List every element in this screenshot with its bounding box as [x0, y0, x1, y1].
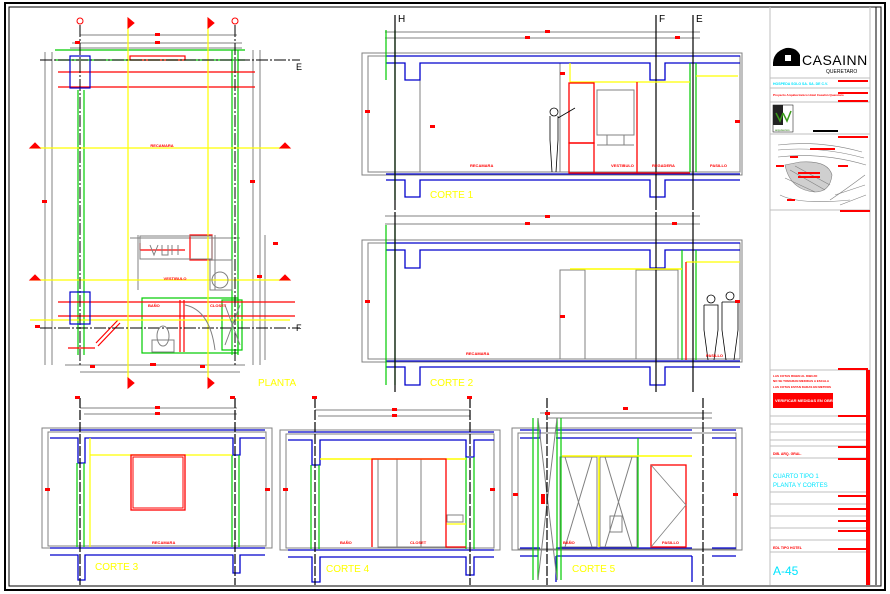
- brand-name: CASAINN: [802, 52, 868, 68]
- sheet-number: A-45: [773, 564, 799, 578]
- corte-1-upper-slab: [386, 55, 740, 81]
- drawing-title-line-2: PLANTA Y CORTES: [773, 483, 828, 489]
- warning-text: VERIFICAR MEDIDAS EN OBRA: [775, 398, 836, 403]
- corte-4-label-bano: BAÑO: [340, 540, 352, 545]
- corte-3-view: RECAMARA CORTE 3: [41, 396, 273, 585]
- plan-label-closet: CLOSET: [210, 303, 227, 308]
- corte-1-view-label: CORTE 1: [430, 190, 474, 201]
- corte-1-label-recamara: RECAMARA: [470, 163, 493, 168]
- corte-2-upper-slab: [386, 242, 740, 269]
- corte-5-lower-slab: [520, 547, 736, 582]
- corte-5-label-bano: BAÑO: [563, 540, 575, 545]
- corte-2-view-label: CORTE 2: [430, 378, 474, 389]
- drawn-by: DIB. ARQ. GRAL.: [773, 452, 801, 456]
- corte-4-upper-slab: [288, 431, 494, 466]
- corte-3-lower-slab: [50, 547, 265, 581]
- human-figure: [549, 107, 576, 173]
- corte-1-lower-slab: [386, 173, 740, 198]
- brand-subtitle: QUERETARO: [826, 69, 857, 75]
- corte-4-view-label: CORTE 4: [326, 564, 370, 575]
- corte-2-label-pasillo: PASILLO: [706, 353, 723, 358]
- plan-column: [69, 55, 91, 89]
- human-figures-pair: [703, 291, 739, 361]
- corte-5-view: BAÑO PASILLO CORTE 5: [511, 398, 743, 585]
- corte-5-label-pasillo: PASILLO: [662, 540, 679, 545]
- corte-4-lower-slab: [288, 549, 494, 583]
- firm-logo-icon: [775, 110, 792, 123]
- corte-4-label-closet: CLOSET: [410, 540, 427, 545]
- corte-1-view: RECAMARA VESTIBULO REGADERA PASILLO CORT…: [361, 14, 743, 210]
- plan-column: [69, 291, 91, 325]
- drawing-title-line-1: CUARTO TIPO 1: [773, 474, 819, 480]
- firm-name: arquitectos: [775, 128, 790, 132]
- grid-marker-e: E: [296, 62, 302, 72]
- corte-1-label-vestibulo: VESTIBULO: [611, 163, 634, 168]
- footer-code: EDL TIPO HOTEL: [773, 546, 803, 550]
- corte-4-view: BAÑO CLOSET CORTE 4: [279, 396, 501, 585]
- location-map: [777, 143, 867, 206]
- notes-line-2: NO SE TOMARAN MEDIDAS A ESCALA: [773, 379, 830, 383]
- corte-3-upper-slab: [50, 429, 265, 464]
- notes-line-3: LAS COTAS ESTAN DADAS EN METROS: [773, 385, 831, 389]
- grid-letter-e: E: [696, 14, 703, 25]
- plan-view: RECAMARA VESTIBULO BAÑO CLOSET PLANTA F …: [28, 16, 302, 390]
- notes-line-1: LAS COTAS RIGEN AL DIBUJO: [773, 374, 818, 378]
- corte-2-lower-slab: [386, 360, 740, 386]
- corte-1-label-regadera: REGADERA: [652, 163, 675, 168]
- plan-label-bano: BAÑO: [148, 303, 160, 308]
- plan-view-label: PLANTA: [258, 378, 296, 389]
- corte-5-door: [650, 464, 687, 548]
- warning-block: [773, 393, 833, 408]
- grid-letter-f: F: [659, 14, 665, 25]
- corte-3-window: [130, 454, 186, 511]
- corte-3-label-recamara: RECAMARA: [152, 540, 175, 545]
- address-line: HOSPEDA SOLO SA. SA. DE C.V.: [773, 82, 828, 86]
- grid-letter-h: H: [398, 14, 405, 25]
- sheet-outer-frame: [4, 2, 886, 591]
- corte-2-label-recamara: RECAMARA: [466, 351, 489, 356]
- sheet-inner-frame: [8, 6, 882, 587]
- plan-label-recamara: RECAMARA: [150, 143, 173, 148]
- plan-label-vestibulo: VESTIBULO: [164, 276, 187, 281]
- corte-3-window-inner: [132, 456, 184, 509]
- corte-5-view-label: CORTE 5: [572, 564, 616, 575]
- corte-2-view: RECAMARA PASILLO CORTE 2: [361, 212, 743, 392]
- project-line: Proyecto Arquitectonico Hotel CasaInn Qu…: [773, 93, 844, 97]
- corte-3-view-label: CORTE 3: [95, 562, 139, 573]
- grid-marker-f: F: [296, 323, 302, 333]
- corte-1-label-pasillo: PASILLO: [710, 163, 727, 168]
- title-block: CASAINN QUERETARO HOSPEDA SOLO SA. SA. D…: [769, 7, 877, 585]
